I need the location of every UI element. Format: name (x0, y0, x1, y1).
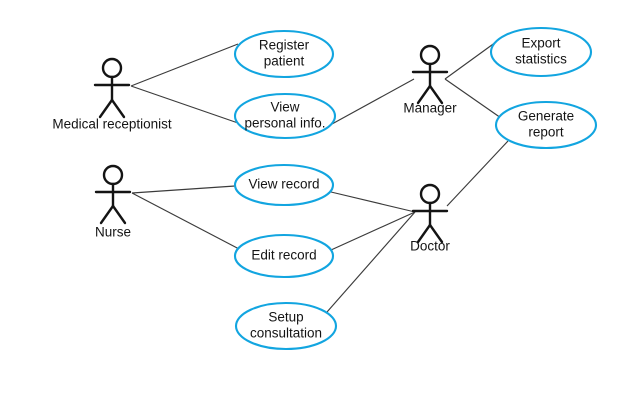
association-line-manager-generate-report (444, 78, 502, 119)
actor-label-nurse: Nurse (95, 225, 131, 240)
actor-medical-receptionist[interactable]: Medical receptionist (52, 57, 172, 132)
association-line-nurse-edit-record (131, 192, 242, 251)
use-case-ellipse-edit-record (233, 233, 335, 279)
association-line-manager-view-personal-info (331, 78, 415, 125)
use-case-label-setup-consultation: consultation (250, 326, 322, 341)
use-case-label-view-personal-info: personal info. (244, 116, 325, 131)
use-case-ellipse-view-record (233, 163, 335, 207)
association-line-manager-export-statistics (444, 41, 497, 80)
use-case-label-register-patient: Register (259, 38, 310, 53)
use-case-label-export-statistics: statistics (515, 52, 567, 67)
use-case-label-view-personal-info: View (270, 100, 299, 115)
actor-label-medical-receptionist: Medical receptionist (52, 117, 172, 132)
association-line-doctor-view-record (330, 191, 416, 213)
actor-left-leg-icon (98, 98, 114, 119)
actor-head-icon (102, 164, 124, 186)
association-line-receptionist-view-personal-info (130, 85, 239, 124)
actor-head-icon (101, 57, 123, 79)
actor-right-leg-icon (110, 98, 126, 119)
actor-label-manager: Manager (403, 101, 457, 116)
actor-left-leg-icon (99, 204, 115, 225)
association-line-doctor-generate-report (446, 140, 509, 207)
association-lines-layer (130, 41, 509, 313)
association-line-doctor-setup-consultation (326, 211, 416, 313)
actor-right-leg-icon (111, 204, 127, 225)
use-case-label-setup-consultation: Setup (268, 310, 303, 325)
use-case-ellipse-register-patient (233, 29, 335, 79)
actor-head-icon (419, 183, 441, 205)
actor-nurse[interactable]: Nurse (94, 164, 132, 240)
actor-head-icon (419, 44, 441, 66)
use-case-ellipse-generate-report (494, 100, 598, 150)
use-case-label-generate-report: Generate (518, 109, 574, 124)
use-case-view-record[interactable]: View record (233, 163, 335, 207)
association-line-nurse-view-record (131, 185, 236, 194)
association-line-receptionist-register-patient (130, 43, 239, 87)
use-case-label-edit-record: Edit record (251, 248, 316, 263)
actor-left-leg-icon (416, 223, 432, 244)
use-case-ellipse-setup-consultation (234, 301, 338, 351)
actor-left-leg-icon (416, 84, 432, 105)
actor-label-doctor: Doctor (410, 239, 450, 254)
use-case-label-register-patient: patient (264, 54, 305, 69)
use-case-ellipse-view-personal-info (233, 92, 337, 140)
association-line-doctor-edit-record (330, 211, 416, 251)
use-case-label-view-record: View record (248, 177, 319, 192)
use-case-label-generate-report: report (528, 125, 564, 140)
use-case-label-export-statistics: Export (521, 36, 560, 51)
actor-manager[interactable]: Manager (403, 44, 457, 116)
use-case-ellipse-export-statistics (489, 26, 593, 78)
actor-right-leg-icon (428, 223, 444, 244)
use-case-edit-record[interactable]: Edit record (233, 233, 335, 279)
actor-doctor[interactable]: Doctor (410, 183, 450, 254)
actor-right-leg-icon (428, 84, 444, 105)
